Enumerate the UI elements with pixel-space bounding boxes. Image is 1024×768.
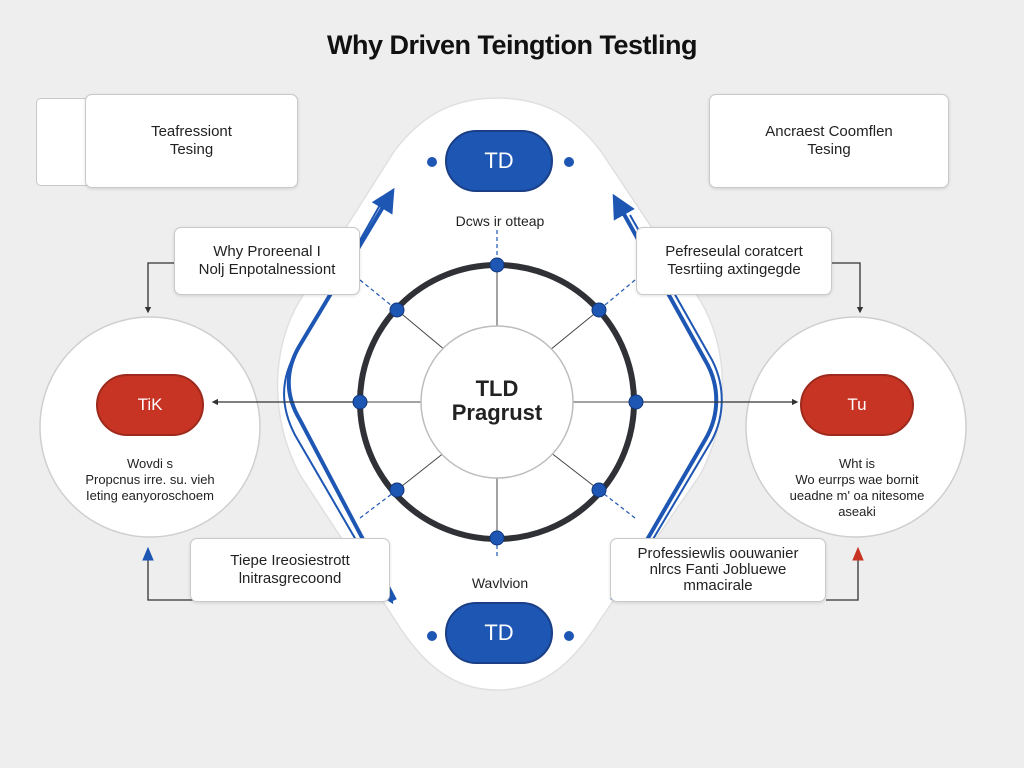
left-node-text: Wovdi s Propcnus irre. su. vieh Ieting e… bbox=[60, 456, 240, 504]
connector-bottom-left bbox=[147, 552, 193, 601]
center-line2: Pragrust bbox=[451, 400, 543, 425]
card-bottom-left: Tiepe Ireosiestrott lnitrasgrecoond bbox=[190, 538, 390, 602]
left-node-line2: Propcnus irre. su. vieh bbox=[85, 472, 215, 487]
pill-dots bbox=[427, 157, 574, 641]
center-line1: TLD bbox=[475, 376, 519, 401]
right-node-text: Wht is Wo eurrps wae bornit ueadne m' oa… bbox=[768, 456, 946, 520]
card-top-left: Teafressiont Tesing bbox=[85, 94, 298, 188]
up-arrow-left bbox=[142, 546, 154, 561]
center-label: TLD Pragrust bbox=[421, 368, 573, 434]
bottom-td-pill: TD bbox=[445, 602, 553, 664]
card-bottom-left-line2: lnitrasgrecoond bbox=[238, 570, 342, 587]
right-node-line4: aseaki bbox=[838, 504, 876, 519]
card-bottom-right-line2: nlrcs Fanti Jobluewe bbox=[649, 561, 787, 578]
flow-arrow-right-down bbox=[616, 214, 723, 601]
right-node-line1: Wht is bbox=[838, 456, 876, 471]
right-node-line3: ueadne m' oa nitesome bbox=[789, 488, 925, 503]
card-top-right: Ancraest Coomflen Tesing bbox=[709, 94, 949, 188]
card-bottom-right-line3: mmacirale bbox=[683, 577, 753, 594]
connector-bottom-right bbox=[826, 552, 859, 601]
card-mid-right: Pefreseulal coratcert Tesrtiing axtingeg… bbox=[636, 227, 832, 295]
top-td-pill: TD bbox=[445, 130, 553, 192]
center-circle bbox=[420, 325, 574, 479]
card-top-left-line2: Tesing bbox=[169, 141, 214, 158]
card-bottom-right: Professiewlis oouwanier nlrcs Fanti Jobl… bbox=[610, 538, 826, 602]
card-mid-left-line1: Why Proreenal I bbox=[213, 243, 321, 260]
card-bottom-left-line1: Tiepe Ireosiestrott bbox=[230, 552, 350, 569]
flow-arrow-left-down bbox=[283, 204, 394, 605]
ring-nodes bbox=[352, 257, 644, 546]
flow-arrow-right-up bbox=[610, 193, 719, 602]
right-tu-pill: Tu bbox=[800, 374, 914, 436]
card-mid-right-line1: Pefreseulal coratcert bbox=[665, 243, 803, 260]
card-top-right-line1: Ancraest Coomflen bbox=[765, 123, 893, 140]
page-title: Why Driven Teingtion Testling bbox=[327, 30, 698, 60]
card-top-left-line1: Teafressiont bbox=[151, 123, 232, 140]
connector-mid-right bbox=[830, 262, 864, 314]
left-tik-pill: TiK bbox=[96, 374, 204, 436]
card-mid-right-line2: Tesrtiing axtingegde bbox=[667, 261, 801, 278]
ring-spokes bbox=[360, 265, 636, 538]
left-node-line3: Ieting eanyoroschoem bbox=[86, 488, 214, 503]
dashed-ticks bbox=[359, 230, 636, 558]
bottom-caption: Wavlvion bbox=[471, 575, 529, 591]
card-mid-left-line2: Nolj Enpotalnessiont bbox=[198, 261, 336, 278]
left-node-line1: Wovdi s bbox=[127, 456, 173, 471]
top-caption: Dcws ir otteap bbox=[455, 213, 545, 229]
card-bottom-right-line1: Professiewlis oouwanier bbox=[637, 545, 799, 562]
connector-mid-left bbox=[144, 262, 175, 314]
card-top-right-line2: Tesing bbox=[807, 141, 851, 158]
card-mid-left: Why Proreenal I Nolj Enpotalnessiont bbox=[174, 227, 360, 295]
right-node-line2: Wo eurrps wae bornit bbox=[795, 472, 919, 487]
up-arrow-right bbox=[852, 546, 864, 561]
